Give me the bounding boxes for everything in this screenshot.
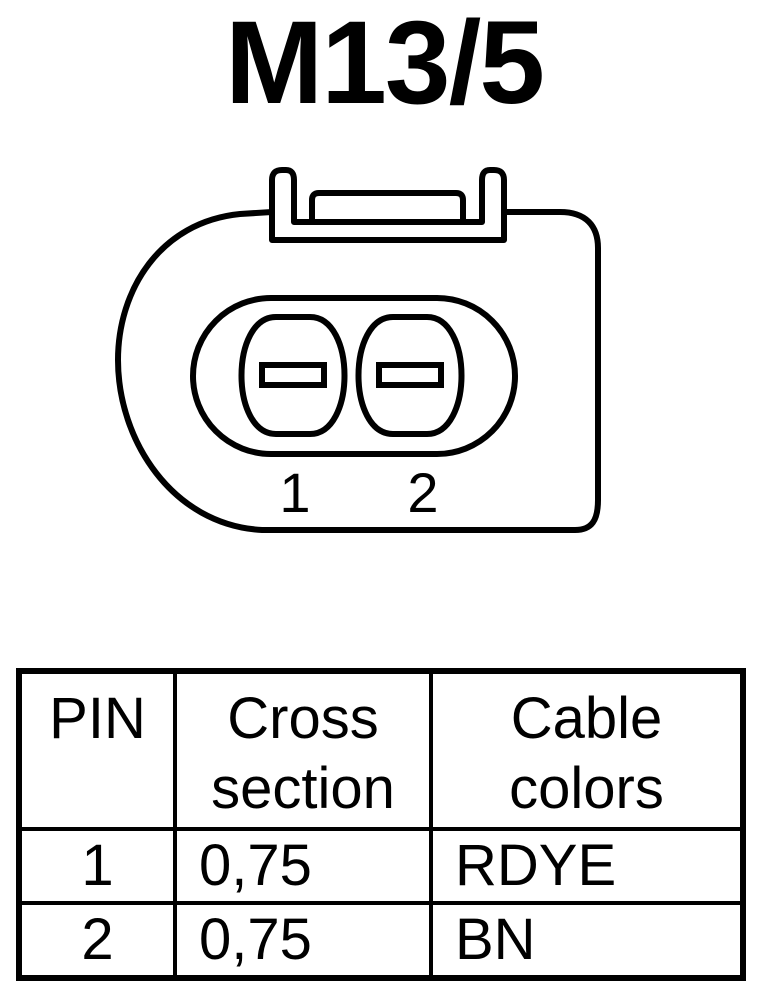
- header-pin-label: PIN: [49, 686, 146, 751]
- row-1-pin: 1: [17, 827, 177, 905]
- header-cable-colors-line-1: Cable: [510, 686, 663, 751]
- pin-label-2: 2: [407, 461, 438, 524]
- header-cable-colors: Cable colors: [429, 669, 745, 831]
- pin-label-1: 1: [279, 461, 310, 524]
- table-header-row: PIN Cross section Cable colors: [17, 669, 745, 831]
- row-2-pin: 2: [17, 901, 177, 980]
- connector-diagram: 1 2: [115, 167, 601, 533]
- row-2-cross-section: 0,75: [173, 901, 433, 980]
- header-cross-section-line-1: Cross: [227, 686, 379, 751]
- connector-latch: [269, 167, 507, 243]
- connector-housing: [115, 209, 601, 533]
- header-cross-section-line-2: section: [211, 756, 395, 821]
- row-2-cable-color: BN: [429, 901, 745, 980]
- header-pin: PIN: [17, 669, 177, 831]
- row-1-cable-color: RDYE: [429, 827, 745, 905]
- pin-table: PIN Cross section Cable colors 1 0,75 RD…: [16, 668, 746, 981]
- connector-latch-bar: [309, 190, 466, 222]
- header-cross-section: Cross section: [173, 669, 433, 831]
- pin-2-terminal: [355, 314, 465, 437]
- connector-cavity: [190, 295, 518, 457]
- header-cable-colors-line-2: colors: [509, 756, 664, 821]
- pin-1-terminal: [238, 314, 348, 437]
- table-row: 2 0,75 BN: [17, 901, 745, 980]
- row-1-cross-section: 0,75: [173, 827, 433, 905]
- table-row: 1 0,75 RDYE: [17, 827, 745, 905]
- connector-title: M13/5: [225, 0, 545, 129]
